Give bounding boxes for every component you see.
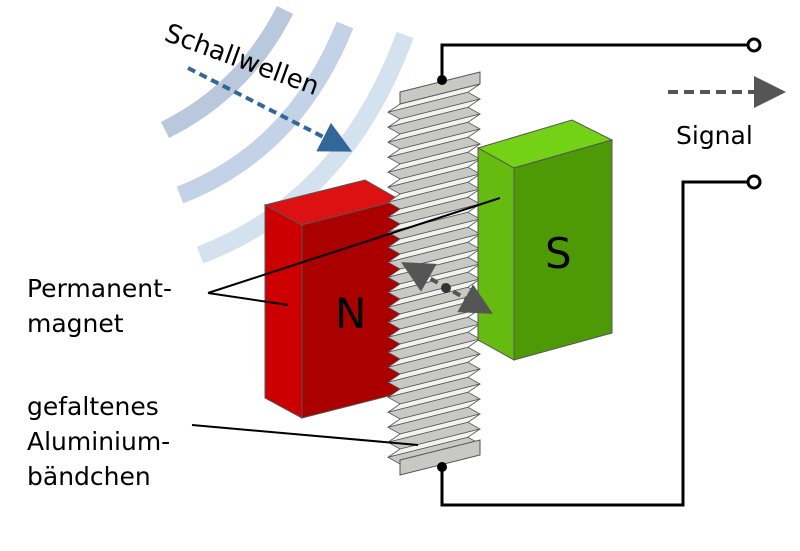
sound-wave-arc-1	[160, 5, 294, 139]
sound-direction-arrow	[187, 66, 353, 152]
magnet-leader-north	[207, 292, 289, 306]
ribbon-leader	[191, 424, 419, 446]
bottom-wire	[440, 180, 748, 507]
sound-wave-arc-3	[196, 31, 414, 264]
top-wire	[440, 43, 748, 80]
terminal-circle-icon	[746, 174, 762, 190]
magnet-label-line1: Permanent-	[27, 274, 172, 303]
ribbon-center-dot	[441, 283, 451, 293]
north-magnet: N	[263, 179, 402, 419]
ribbon-bottom-cap	[399, 439, 481, 476]
north-pole-label: N	[335, 289, 366, 338]
sound-waves-label: Schallwellen	[161, 18, 323, 102]
magnet-leader-south	[207, 197, 501, 294]
south-pole-label: S	[545, 229, 572, 278]
bottom-wire-junction	[437, 462, 447, 472]
leader-lines	[191, 197, 501, 446]
sound-wave-arc-2	[176, 21, 354, 204]
sound-waves	[160, 5, 414, 264]
south-magnet-side	[477, 147, 515, 361]
south-magnet-front	[513, 139, 613, 361]
ribbon-label-line1: gefaltenes	[27, 392, 159, 421]
north-magnet-side	[264, 204, 303, 419]
south-magnet: S	[476, 119, 614, 361]
top-wire-junction	[437, 75, 447, 85]
ribbon-label-line3: bändchen	[27, 462, 151, 491]
ribbon-top-cap	[399, 71, 481, 105]
magnet-label-line2: magnet	[27, 309, 124, 338]
terminal-circle-icon	[746, 37, 762, 53]
output-wires	[437, 37, 762, 507]
signal-label: Signal	[676, 121, 753, 150]
ribbon-label-line2: Aluminium-	[27, 427, 170, 456]
aluminium-ribbon	[386, 71, 482, 476]
